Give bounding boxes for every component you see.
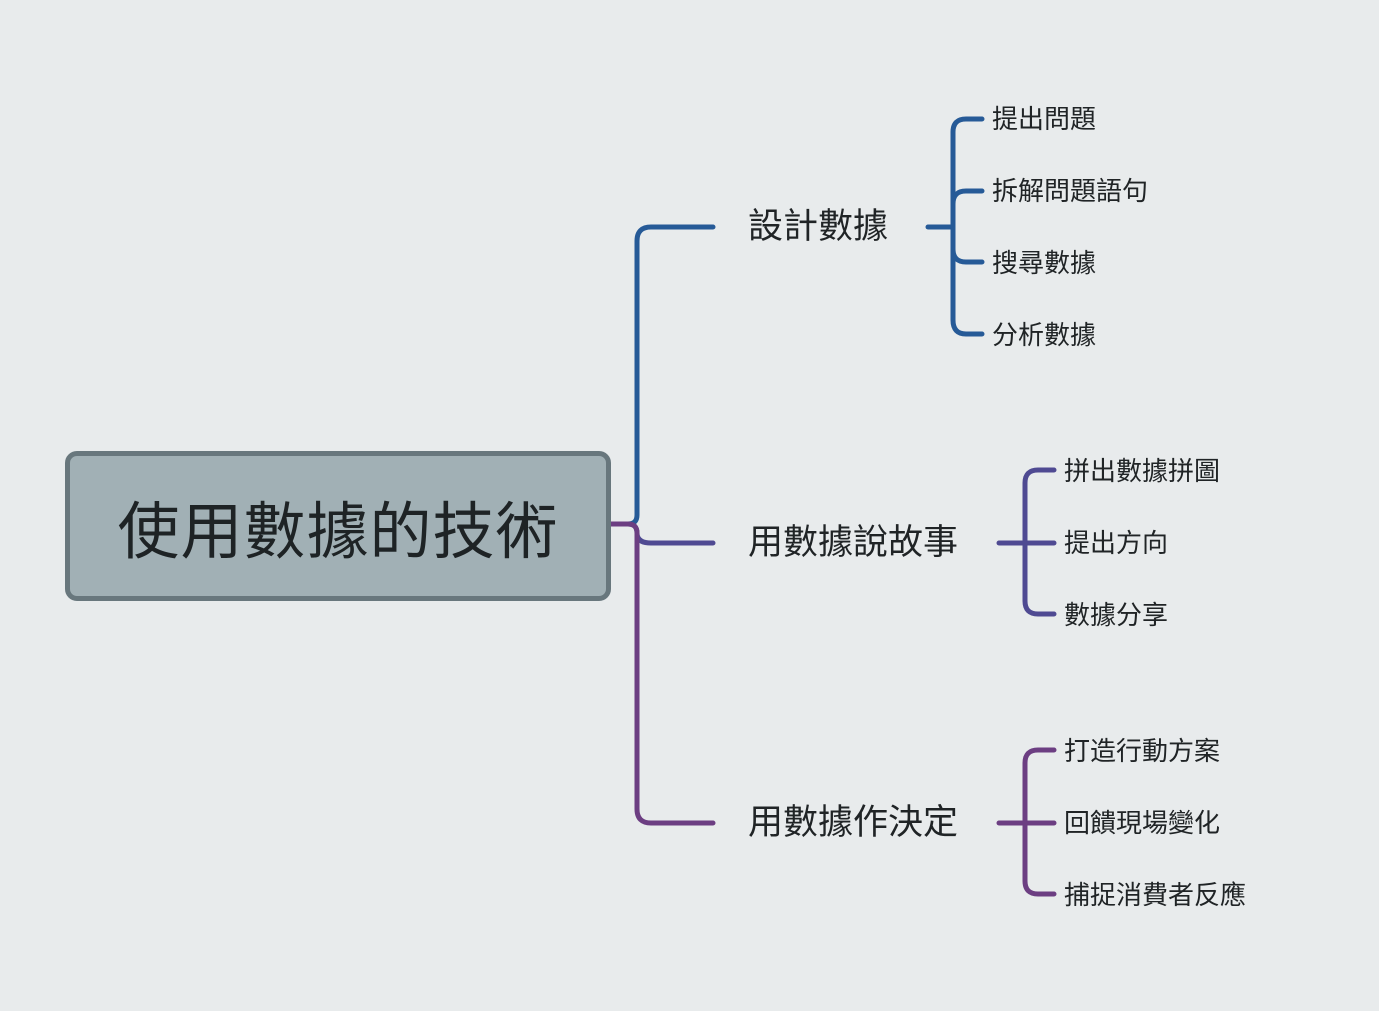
connector-lines bbox=[608, 116, 1057, 897]
branch-storytelling-data[interactable]: 用數據說故事 bbox=[748, 523, 959, 563]
connector-design-tick-2 bbox=[950, 188, 985, 207]
root-topic[interactable]: 使用數據的技術 bbox=[65, 451, 611, 601]
branch-design-data[interactable]: 設計數據 bbox=[748, 207, 889, 247]
leaf-feedback-site-changes[interactable]: 回饋現場變化 bbox=[1064, 809, 1221, 839]
leaf-break-down-question[interactable]: 拆解問題語句 bbox=[992, 177, 1149, 207]
connector-design-bracket bbox=[950, 116, 985, 337]
leaf-ask-question[interactable]: 提出問題 bbox=[992, 105, 1097, 135]
leaf-analyze-data[interactable]: 分析數據 bbox=[992, 321, 1097, 351]
connector-root-to-decision bbox=[608, 521, 716, 826]
leaf-assemble-data-puzzle[interactable]: 拼出數據拼圖 bbox=[1064, 457, 1221, 487]
leaf-share-data[interactable]: 數據分享 bbox=[1064, 601, 1169, 631]
leaf-search-data[interactable]: 搜尋數據 bbox=[992, 249, 1097, 279]
branch-decision-data[interactable]: 用數據作決定 bbox=[748, 803, 959, 843]
leaf-capture-consumer-response[interactable]: 捕捉消費者反應 bbox=[1064, 881, 1247, 911]
leaf-propose-direction[interactable]: 提出方向 bbox=[1064, 529, 1169, 559]
connector-design-tick-3 bbox=[950, 246, 985, 265]
connector-storytelling-bracket bbox=[1022, 467, 1057, 617]
root-topic-label: 使用數據的技術 bbox=[117, 495, 559, 568]
leaf-build-action-plan[interactable]: 打造行動方案 bbox=[1064, 737, 1221, 767]
connector-decision-bracket bbox=[1022, 747, 1057, 897]
